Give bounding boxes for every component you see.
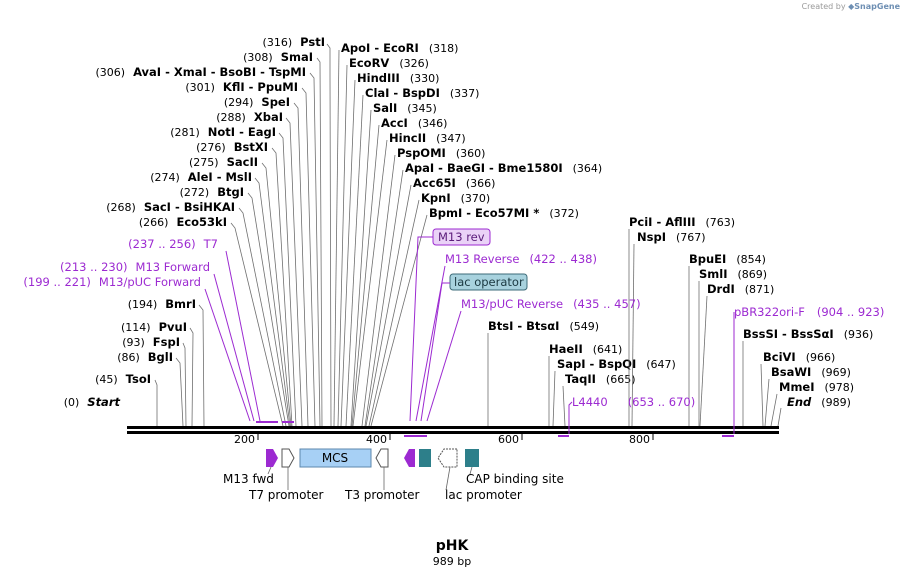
site-avai[interactable]: (306)AvaI - XmaI - BsoBI - TspMI — [95, 65, 306, 79]
mcs-label: MCS — [322, 451, 348, 465]
primer-l4440[interactable]: L4440(653 .. 670) — [572, 395, 695, 409]
enzyme-labels-left: (316)PstI (308)SmaI (306)AvaI - XmaI - B… — [64, 35, 325, 409]
ruler: 200 400 600 800 — [234, 433, 654, 446]
site-leader-lines — [154, 43, 782, 427]
site-clai[interactable]: ClaI - BspDI(337) — [365, 86, 479, 100]
m13-fwd-label: M13 fwd — [223, 472, 274, 486]
cap-site-feature[interactable] — [465, 449, 479, 467]
primer-m13-puc-reverse[interactable]: M13/pUC Reverse(435 .. 457) — [461, 297, 641, 311]
site-mmei[interactable]: MmeI(978) — [779, 380, 854, 394]
site-sacii[interactable]: (275)SacII — [189, 155, 258, 169]
site-nspi[interactable]: NspI(767) — [637, 230, 706, 244]
site-bcivi[interactable]: BciVI(966) — [763, 350, 835, 364]
site-bgli[interactable]: (86)BglI — [117, 350, 173, 364]
site-alei[interactable]: (274)AleI - MslI — [150, 170, 252, 184]
site-hindiii[interactable]: HindIII(330) — [357, 71, 439, 85]
ruler-label-800: 800 — [629, 433, 650, 446]
site-pvui[interactable]: (114)PvuI — [121, 320, 187, 334]
lac-operator-feature[interactable] — [419, 449, 431, 467]
lac-operator-label: lac operator — [454, 275, 524, 289]
site-end[interactable]: End(989) — [787, 395, 851, 409]
primer-m13-puc-forward[interactable]: (199 .. 221)M13/pUC Forward — [23, 275, 201, 289]
site-fspi[interactable]: (93)FspI — [122, 335, 180, 349]
snapgene-logo-icon: ◆ — [848, 2, 855, 11]
site-spei[interactable]: (294)SpeI — [224, 95, 290, 109]
credit-prefix: Created by — [801, 2, 846, 11]
lac-promoter-arrow-icon[interactable] — [437, 448, 458, 468]
t3-promoter-arrow-icon[interactable] — [375, 448, 389, 468]
site-smai[interactable]: (308)SmaI — [243, 50, 313, 64]
m13-fwd-arrow-icon[interactable] — [266, 449, 278, 467]
site-pcii[interactable]: PciI - AflIII(763) — [629, 215, 735, 229]
site-apai[interactable]: ApaI - BaeGI - Bme1580I(364) — [405, 161, 602, 175]
site-saci[interactable]: (268)SacI - BsiHKAI — [106, 200, 235, 214]
lac-operator-box[interactable]: lac operator — [449, 273, 528, 291]
primer-m13-rev-box[interactable]: M13 rev — [432, 228, 491, 246]
site-smli[interactable]: SmlI(869) — [699, 267, 767, 281]
site-acc65i[interactable]: Acc65I(366) — [413, 176, 495, 190]
credit-brand: SnapGene — [854, 2, 900, 11]
enzyme-labels-right: ApoI - EcoRI(318) EcoRV(326) HindIII(330… — [341, 41, 873, 409]
site-hincii[interactable]: HincII(347) — [389, 131, 466, 145]
plasmid-length: 989 bp — [433, 555, 471, 568]
primers: (237 .. 256)T7 (213 .. 230)M13 Forward (… — [23, 228, 884, 437]
ruler-label-600: 600 — [498, 433, 519, 446]
site-kpni[interactable]: KpnI(370) — [421, 191, 490, 205]
lac-promoter-label: lac promoter — [445, 488, 522, 502]
site-ecorv[interactable]: EcoRV(326) — [349, 56, 429, 70]
plasmid-name: pHK — [436, 538, 470, 554]
site-noti[interactable]: (281)NotI - EagI — [170, 125, 276, 139]
primer-m13-forward[interactable]: (213 .. 230)M13 Forward — [60, 260, 210, 274]
site-btsi[interactable]: BtsI - BtsαI(549) — [488, 319, 599, 333]
site-bstxi[interactable]: (276)BstXI — [196, 140, 268, 154]
primer-pbr322ori-f[interactable]: pBR322ori-F(904 .. 923) — [734, 305, 884, 319]
site-taqii[interactable]: TaqII(665) — [565, 372, 636, 386]
ruler-label-400: 400 — [366, 433, 387, 446]
dna-backbone — [127, 426, 779, 434]
site-psti[interactable]: (316)PstI — [263, 35, 325, 49]
site-sali[interactable]: SalI(345) — [373, 101, 437, 115]
ruler-label-200: 200 — [234, 433, 255, 446]
site-bsssi[interactable]: BssSI - BssSαI(936) — [743, 327, 873, 341]
cap-site-label: CAP binding site — [466, 472, 564, 486]
site-eco53ki[interactable]: (266)Eco53kI — [139, 215, 227, 229]
site-acci[interactable]: AccI(346) — [381, 116, 447, 130]
site-btgi[interactable]: (272)BtgI — [180, 185, 244, 199]
site-xbai[interactable]: (288)XbaI — [216, 110, 283, 124]
m13-rev-arrow-icon[interactable] — [404, 449, 415, 467]
t7-promoter-label: T7 promoter — [248, 488, 324, 502]
site-bsawi[interactable]: BsaWI(969) — [771, 365, 851, 379]
features: MCS M13 fwd T7 promoter T3 promoter CAP … — [223, 448, 564, 502]
site-tsoi[interactable]: (45)TsoI — [95, 372, 151, 386]
site-bpuei[interactable]: BpuEI(854) — [689, 252, 766, 266]
primer-t7[interactable]: (237 .. 256)T7 — [128, 237, 218, 251]
site-sapi[interactable]: SapI - BspQI(647) — [557, 357, 676, 371]
site-drdi[interactable]: DrdI(871) — [707, 282, 774, 296]
t3-promoter-label: T3 promoter — [344, 488, 420, 502]
site-pspomi[interactable]: PspOMI(360) — [397, 146, 485, 160]
primer-m13-rev-label: M13 rev — [438, 230, 485, 244]
site-haeii[interactable]: HaeII(641) — [549, 342, 622, 356]
t7-promoter-arrow-icon[interactable] — [281, 448, 295, 468]
snapgene-credit: Created by ◆SnapGene — [802, 2, 900, 11]
site-kfli[interactable]: (301)KflI - PpuMI — [185, 80, 298, 94]
site-apoi[interactable]: ApoI - EcoRI(318) — [341, 41, 458, 55]
mcs-box[interactable] — [299, 448, 372, 468]
site-bpmi[interactable]: BpmI - Eco57MI *(372) — [429, 206, 579, 220]
site-start[interactable]: (0)Start — [64, 395, 121, 409]
primer-m13-reverse[interactable]: M13 Reverse(422 .. 438) — [445, 252, 597, 266]
site-bmri[interactable]: (194)BmrI — [128, 297, 196, 311]
